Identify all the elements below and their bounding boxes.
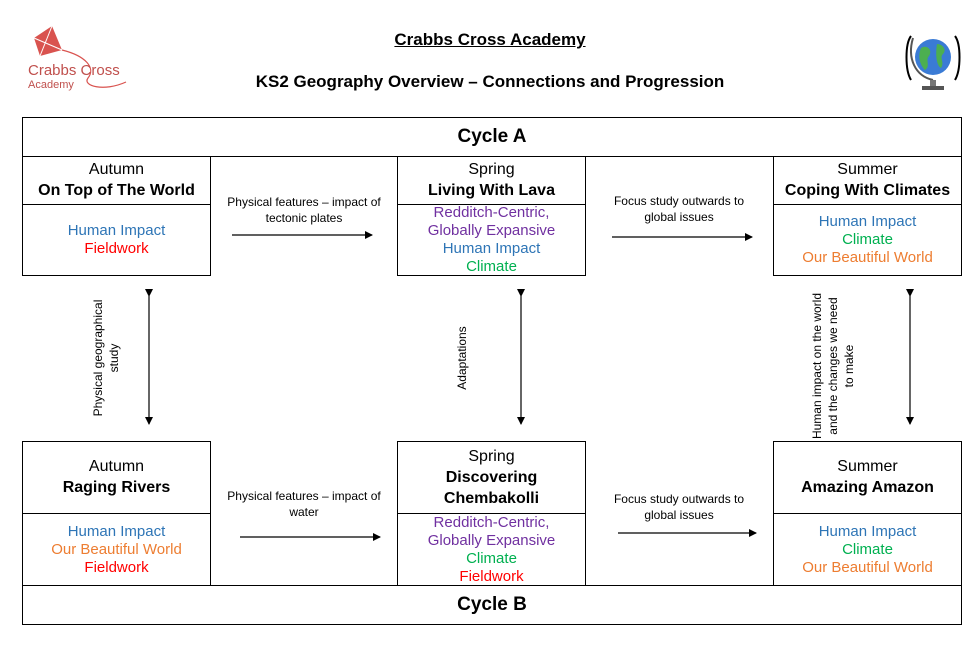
- logo-text: Crabbs Cross Academy: [28, 62, 120, 92]
- cycle-a-summer-tags: Human Impact Climate Our Beautiful World: [774, 205, 961, 275]
- tag-human-impact: Human Impact: [818, 522, 917, 540]
- cycle-b-autumn-head: Autumn Raging Rivers: [23, 442, 210, 514]
- cycle-b-autumn-box: Autumn Raging Rivers Human Impact Our Be…: [22, 441, 211, 586]
- tag-human-impact: Human Impact: [67, 222, 166, 239]
- season-label: Summer: [837, 458, 898, 475]
- tag-climate: Climate: [842, 540, 893, 558]
- cycle-b-summer-head: Summer Amazing Amazon: [774, 442, 961, 514]
- tag-human-impact: Human Impact: [442, 240, 541, 257]
- topic-title: Raging Rivers: [62, 479, 171, 496]
- cycle-a-connection-2: Focus study outwards to global issues: [613, 194, 745, 224]
- topic-title: Amazing Amazon: [801, 479, 934, 496]
- school-logo: Crabbs Cross Academy: [26, 22, 136, 100]
- tag-fieldwork: Fieldwork: [84, 240, 149, 257]
- school-title: Crabbs Cross Academy: [394, 30, 586, 49]
- tag-globally-expansive: Globally Expansive: [427, 531, 556, 549]
- tag-fieldwork: Fieldwork: [84, 558, 149, 576]
- cycle-a-autumn-head: Autumn On Top of The World: [23, 157, 210, 205]
- logo-sub: Academy: [28, 79, 74, 91]
- cycle-a-connection-1: Physical features – impact of tectonic p…: [227, 195, 381, 225]
- cycle-b-spring-head: Spring Discovering Chembakolli: [398, 442, 585, 514]
- cycle-a-spring-tags: Redditch-Centric, Globally Expansive Hum…: [398, 204, 585, 275]
- tag-our-beautiful-world: Our Beautiful World: [802, 249, 933, 266]
- season-label: Spring: [468, 161, 515, 178]
- season-label: Autumn: [88, 161, 145, 178]
- cycle-b-spring-tags: Redditch-Centric, Globally Expansive Cli…: [398, 514, 585, 585]
- cycle-a-spring-box: Spring Living With Lava Redditch-Centric…: [397, 156, 586, 276]
- season-label: Spring: [468, 447, 515, 465]
- cycle-a-summer-head: Summer Coping With Climates: [774, 157, 961, 205]
- cycle-a-spring-head: Spring Living With Lava: [398, 157, 585, 205]
- tag-fieldwork: Fieldwork: [459, 567, 524, 585]
- tag-our-beautiful-world: Our Beautiful World: [51, 540, 182, 558]
- cycle-b-connection-1: Physical features – impact of water: [227, 489, 381, 519]
- logo-name: Crabbs Cross: [28, 62, 120, 79]
- cycle-b-connection-2: Focus study outwards to global issues: [613, 492, 745, 522]
- cycle-a-summer-box: Summer Coping With Climates Human Impact…: [773, 156, 962, 276]
- tag-climate: Climate: [466, 549, 517, 567]
- cycle-b-summer-box: Summer Amazing Amazon Human Impact Clima…: [773, 441, 962, 586]
- tag-climate: Climate: [466, 258, 517, 275]
- cycle-a-autumn-box: Autumn On Top of The World Human Impact …: [22, 156, 211, 276]
- tag-human-impact: Human Impact: [818, 213, 917, 230]
- tag-our-beautiful-world: Our Beautiful World: [802, 558, 933, 576]
- topic-title: Coping With Climates: [784, 182, 951, 199]
- season-label: Autumn: [88, 458, 145, 475]
- tag-climate: Climate: [842, 231, 893, 248]
- cycle-b-banner: Cycle B: [22, 585, 962, 625]
- globe-icon: [903, 30, 963, 94]
- kite-icon: [33, 25, 127, 88]
- topic-title: Living With Lava: [428, 182, 555, 199]
- season-label: Summer: [837, 161, 898, 178]
- topic-title: On Top of The World: [38, 182, 195, 199]
- topic-title: Discovering Chembakolli: [443, 468, 540, 507]
- tag-redditch-centric: Redditch-Centric,: [433, 204, 550, 221]
- cycle-b-spring-box: Spring Discovering Chembakolli Redditch-…: [397, 441, 586, 586]
- cycle-b-autumn-tags: Human Impact Our Beautiful World Fieldwo…: [23, 514, 210, 585]
- tag-globally-expansive: Globally Expansive: [427, 222, 556, 239]
- tag-human-impact: Human Impact: [67, 522, 166, 540]
- cycle-b-summer-tags: Human Impact Climate Our Beautiful World: [774, 514, 961, 585]
- page-subtitle: KS2 Geography Overview – Connections and…: [255, 72, 725, 91]
- tag-redditch-centric: Redditch-Centric,: [433, 513, 550, 531]
- cycle-a-autumn-tags: Human Impact Fieldwork: [23, 205, 210, 275]
